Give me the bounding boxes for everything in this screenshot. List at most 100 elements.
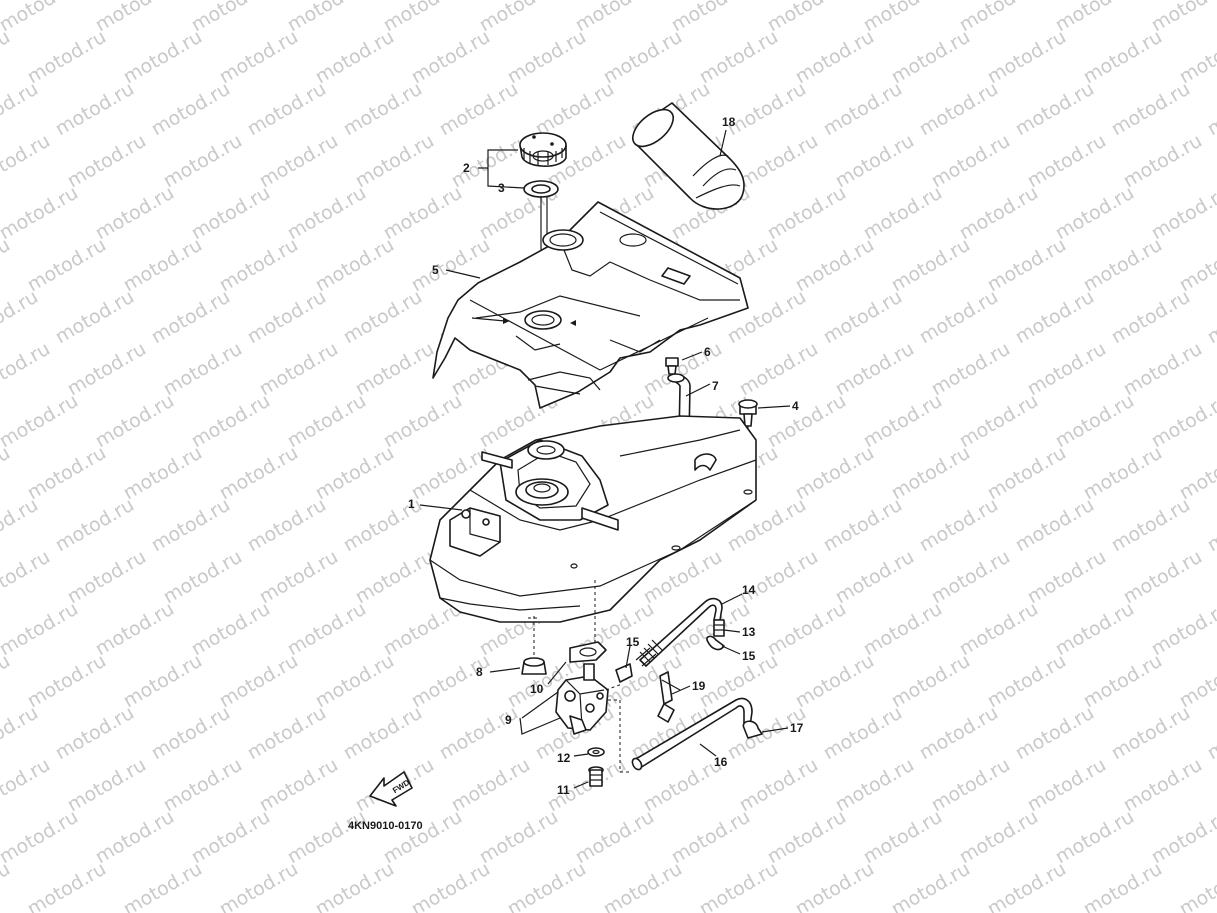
watermark-text: motod.ru (736, 130, 822, 193)
watermark-text: motod.ru (0, 286, 42, 349)
watermark-text: motod.ru (888, 858, 974, 913)
watermark-text: motod.ru (476, 0, 562, 36)
watermark-text: motod.ru (436, 78, 522, 141)
callout-labels: 2 3 18 5 6 7 4 1 8 10 9 12 11 14 13 15 1… (408, 115, 804, 797)
watermark-text: motod.ru (24, 442, 110, 505)
watermark-text: motod.ru (0, 130, 54, 193)
callout-4: 4 (792, 399, 799, 413)
part-19-filter (632, 102, 745, 210)
watermark-text: motod.ru (24, 858, 110, 913)
watermark-text: motod.ru (832, 130, 918, 193)
watermark-text: motod.ru (92, 182, 178, 245)
callout-9: 9 (505, 713, 512, 727)
callout-18: 19 (692, 679, 706, 693)
watermark-text: motod.ru (0, 702, 42, 765)
watermark-text: motod.ru (792, 858, 878, 913)
watermark-text: motod.ru (928, 754, 1014, 817)
watermark-text: motod.ru (956, 598, 1042, 661)
watermark-text: motod.ru (764, 0, 850, 36)
watermark-text: motod.ru (916, 286, 1002, 349)
watermark-text: motod.ru (120, 442, 206, 505)
watermark-text: motod.ru (216, 234, 302, 297)
watermark-text: motod.ru (284, 806, 370, 869)
watermark-text: motod.ru (1012, 286, 1098, 349)
part-13-fitting (713, 619, 725, 637)
watermark-text: motod.ru (504, 858, 590, 913)
watermark-text: motod.ru (188, 806, 274, 869)
watermark-text: motod.ru (1024, 130, 1110, 193)
watermark-text: motod.ru (0, 26, 14, 89)
watermark-text: motod.ru (572, 806, 658, 869)
watermark-text: motod.ru (312, 442, 398, 505)
part-18-clamp (657, 671, 681, 723)
watermark-text: motod.ru (916, 78, 1002, 141)
watermark-text: motod.ru (1204, 494, 1217, 557)
watermark-text: motod.ru (1080, 858, 1166, 913)
watermark-text: motod.ru (1148, 806, 1217, 869)
watermark-text: motod.ru (92, 806, 178, 869)
callout-16: 16 (714, 755, 728, 769)
watermark-text: motod.ru (64, 130, 150, 193)
watermark-text: motod.ru (860, 390, 946, 453)
watermark-text: motod.ru (1204, 286, 1217, 349)
watermark-text: motod.ru (120, 234, 206, 297)
watermark-text: motod.ru (160, 754, 246, 817)
watermark-text: motod.ru (820, 286, 906, 349)
watermark-text: motod.ru (120, 858, 206, 913)
watermark-text: motod.ru (0, 598, 82, 661)
callout-8: 8 (476, 665, 483, 679)
watermark-text: motod.ru (600, 858, 686, 913)
watermark-text: motod.ru (916, 702, 1002, 765)
part-9-fuel-pump (555, 663, 609, 735)
part-12-washer (587, 747, 605, 757)
watermark-text: motod.ru (888, 234, 974, 297)
watermark-text: motod.ru (0, 78, 42, 141)
watermark-text: motod.ru (436, 702, 522, 765)
watermark-text: motod.ru (24, 234, 110, 297)
watermark-text: motod.ru (1204, 702, 1217, 765)
watermark-text: motod.ru (860, 0, 946, 36)
watermark-text: motod.ru (120, 26, 206, 89)
watermark-text: motod.ru (340, 78, 426, 141)
watermark-text: motod.ru (1052, 390, 1138, 453)
watermark-text: motod.ru (736, 338, 822, 401)
watermark-text: motod.ru (764, 182, 850, 245)
watermark-text: motod.ru (352, 546, 438, 609)
watermark-text: motod.ru (312, 234, 398, 297)
watermark-text: motod.ru (668, 806, 754, 869)
watermark-text: motod.ru (0, 494, 42, 557)
watermark-text: motod.ru (216, 650, 302, 713)
watermark-text: motod.ru (188, 598, 274, 661)
watermark-text: motod.ru (764, 390, 850, 453)
watermark-text: motod.ru (148, 702, 234, 765)
watermark-text: motod.ru (532, 78, 618, 141)
watermark-text: motod.ru (216, 26, 302, 89)
watermark-text: motod.ru (244, 78, 330, 141)
watermark-text: motod.ru (860, 598, 946, 661)
watermark-text: motod.ru (1012, 78, 1098, 141)
watermark-text: motod.ru (408, 26, 494, 89)
watermark-text: motod.ru (0, 546, 54, 609)
watermark-text: motod.ru (1148, 598, 1217, 661)
watermark-text: motod.ru (256, 754, 342, 817)
watermark-text: motod.ru (340, 286, 426, 349)
watermark-text: motod.ru (888, 650, 974, 713)
watermark-text: motod.ru (1052, 598, 1138, 661)
callout-1: 1 (408, 497, 415, 511)
watermark-text: motod.ru (1204, 78, 1217, 141)
watermark-text: motod.ru (888, 442, 974, 505)
callout-5: 5 (432, 263, 439, 277)
watermark-text: motod.ru (668, 0, 754, 36)
watermark-text: motod.ru (956, 390, 1042, 453)
watermark-text: motod.ru (0, 858, 14, 913)
watermark-text: motod.ru (92, 390, 178, 453)
watermark-text: motod.ru (984, 858, 1070, 913)
watermark-text: motod.ru (1108, 286, 1194, 349)
watermark-text: motod.ru (92, 0, 178, 36)
watermark-text: motod.ru (860, 806, 946, 869)
watermark-text: motod.ru (984, 650, 1070, 713)
watermark-text: motod.ru (1108, 702, 1194, 765)
watermark-text: motod.ru (284, 0, 370, 36)
watermark-text: motod.ru (380, 182, 466, 245)
watermark-text: motod.ru (820, 702, 906, 765)
